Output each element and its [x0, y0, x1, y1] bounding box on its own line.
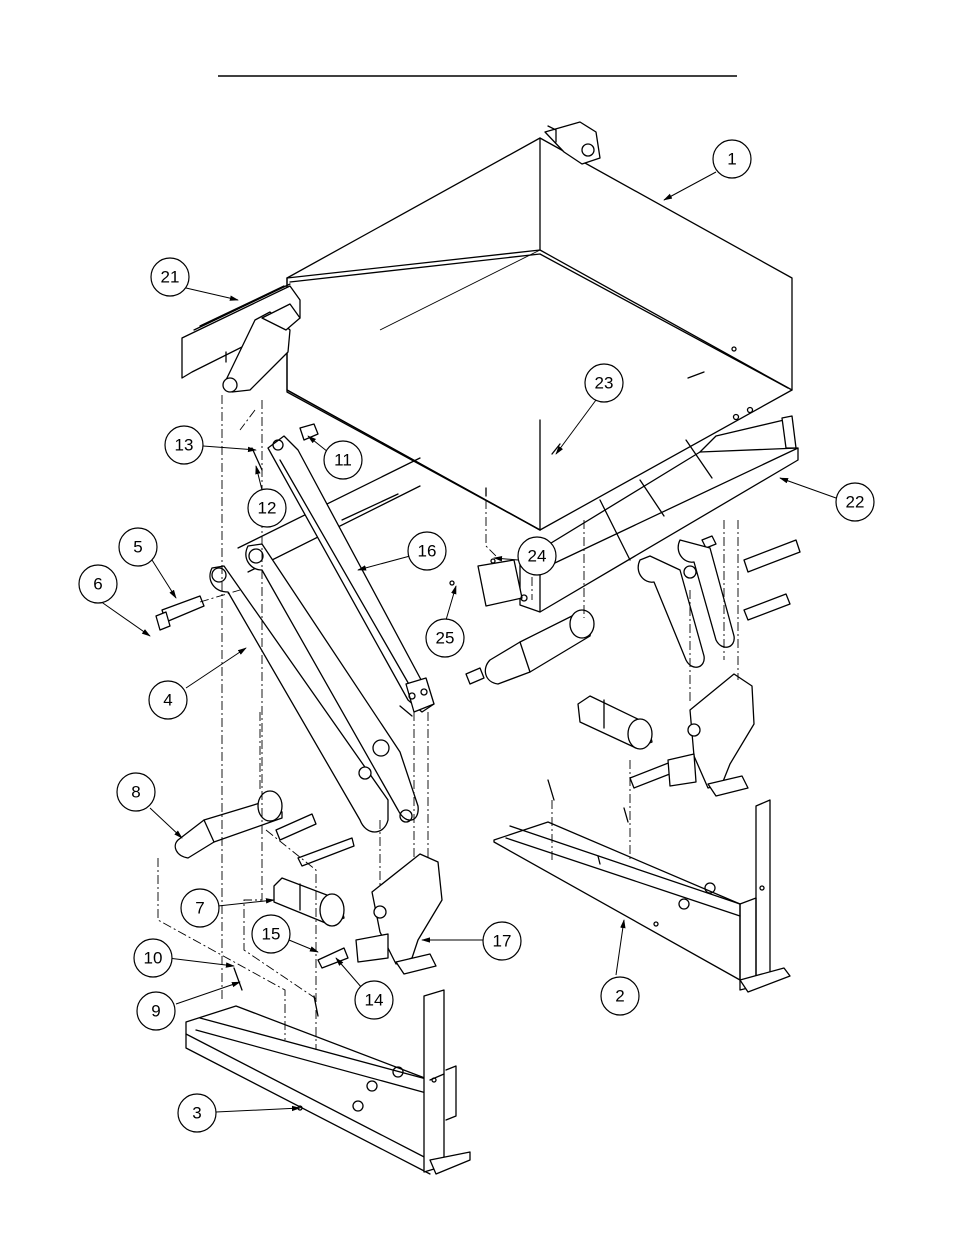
svg-text:24: 24 [528, 547, 547, 566]
cylinder-8 [175, 791, 282, 858]
callout-16: 16 [408, 532, 446, 570]
callout-1: 1 [713, 140, 751, 178]
callout-3: 3 [178, 1094, 216, 1132]
svg-text:4: 4 [163, 691, 172, 710]
svg-text:21: 21 [161, 268, 180, 287]
svg-text:25: 25 [436, 629, 455, 648]
callout-4: 4 [149, 681, 187, 719]
svg-text:16: 16 [418, 542, 437, 561]
left-mount-bracket [182, 284, 300, 392]
callout-10: 10 [134, 939, 172, 977]
svg-text:2: 2 [615, 987, 624, 1006]
callout-9: 9 [137, 992, 175, 1030]
callout-6: 6 [79, 565, 117, 603]
callout-2: 2 [601, 977, 639, 1015]
svg-text:10: 10 [144, 949, 163, 968]
svg-text:14: 14 [365, 991, 384, 1010]
callout-11: 11 [324, 441, 362, 479]
callout-21: 21 [151, 258, 189, 296]
callout-22: 22 [836, 483, 874, 521]
svg-text:22: 22 [846, 493, 865, 512]
svg-text:9: 9 [151, 1002, 160, 1021]
callout-5: 5 [119, 528, 157, 566]
cylinder-right-lower [578, 696, 652, 749]
svg-text:15: 15 [262, 925, 281, 944]
svg-text:12: 12 [258, 499, 277, 518]
svg-text:13: 13 [175, 436, 194, 455]
left-pivot-bracket [356, 854, 442, 974]
callout-8: 8 [117, 773, 155, 811]
svg-text:1: 1 [727, 150, 736, 169]
callout-24: 24 [518, 537, 556, 575]
callout-15: 15 [252, 915, 290, 953]
left-lift-arm [210, 544, 418, 832]
svg-text:17: 17 [493, 932, 512, 951]
callout-7: 7 [181, 889, 219, 927]
left-base-frame [186, 990, 470, 1174]
svg-text:7: 7 [195, 899, 204, 918]
callout-13: 13 [165, 426, 203, 464]
cylinder-right-upper [485, 610, 594, 684]
svg-text:11: 11 [334, 451, 352, 470]
svg-text:5: 5 [133, 538, 142, 557]
svg-text:8: 8 [131, 783, 140, 802]
right-base-frame [494, 800, 790, 992]
svg-text:6: 6 [93, 575, 102, 594]
callout-25: 25 [426, 619, 464, 657]
hardware [234, 444, 628, 1016]
cylinder-7 [274, 878, 344, 926]
right-pivot-bracket [638, 540, 754, 796]
callout-14: 14 [355, 981, 393, 1019]
svg-text:23: 23 [595, 374, 614, 393]
callout-12: 12 [248, 489, 286, 527]
callout-17: 17 [483, 922, 521, 960]
svg-text:3: 3 [192, 1104, 201, 1123]
callout-23: 23 [585, 364, 623, 402]
